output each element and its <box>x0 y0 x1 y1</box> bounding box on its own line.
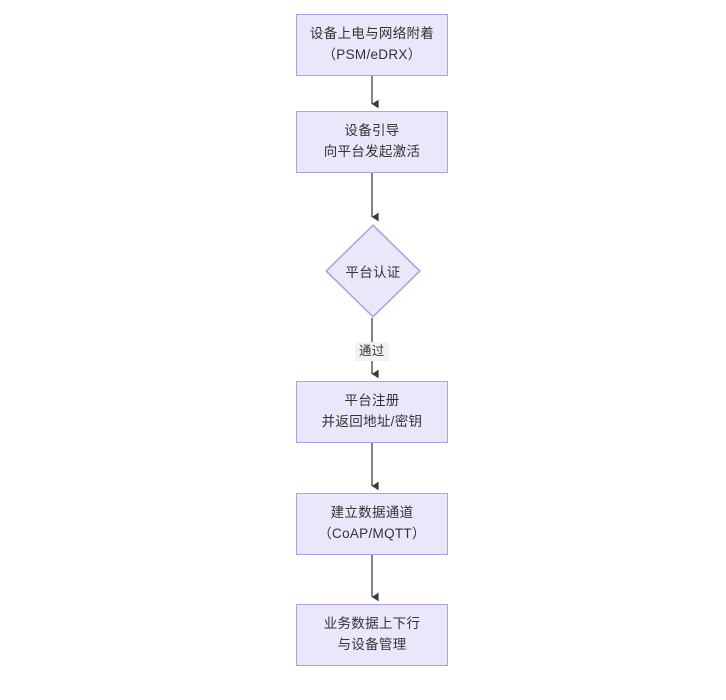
edge-label-pass: 通过 <box>355 342 389 362</box>
node-line: 并返回地址/密钥 <box>321 414 423 429</box>
node-line: 建立数据通道 <box>330 505 414 521</box>
node-platform-authentication-decision[interactable]: 平台认证 <box>325 224 421 318</box>
node-line: 设备引导 <box>344 123 400 139</box>
node-business-data-uplink-downlink-device-management[interactable]: 业务数据上下行 与设备管理 <box>296 604 448 666</box>
node-line: （CoAP/MQTT） <box>318 526 426 541</box>
node-line: 平台认证 <box>345 265 401 280</box>
node-power-on-network-attach[interactable]: 设备上电与网络附着 （PSM/eDRX） <box>296 14 448 76</box>
node-line: 设备上电与网络附着 <box>309 26 435 42</box>
node-line: 平台注册 <box>344 393 400 409</box>
node-line: 业务数据上下行 <box>323 616 421 632</box>
node-line: 向平台发起激活 <box>323 144 421 159</box>
node-line: （PSM/eDRX） <box>322 47 422 62</box>
node-line: 与设备管理 <box>337 637 407 652</box>
node-establish-data-channel[interactable]: 建立数据通道 （CoAP/MQTT） <box>296 493 448 555</box>
node-device-bootstrap-activation[interactable]: 设备引导 向平台发起激活 <box>296 111 448 173</box>
diamond-icon <box>325 224 421 318</box>
node-platform-registration-return-address-key[interactable]: 平台注册 并返回地址/密钥 <box>296 381 448 443</box>
